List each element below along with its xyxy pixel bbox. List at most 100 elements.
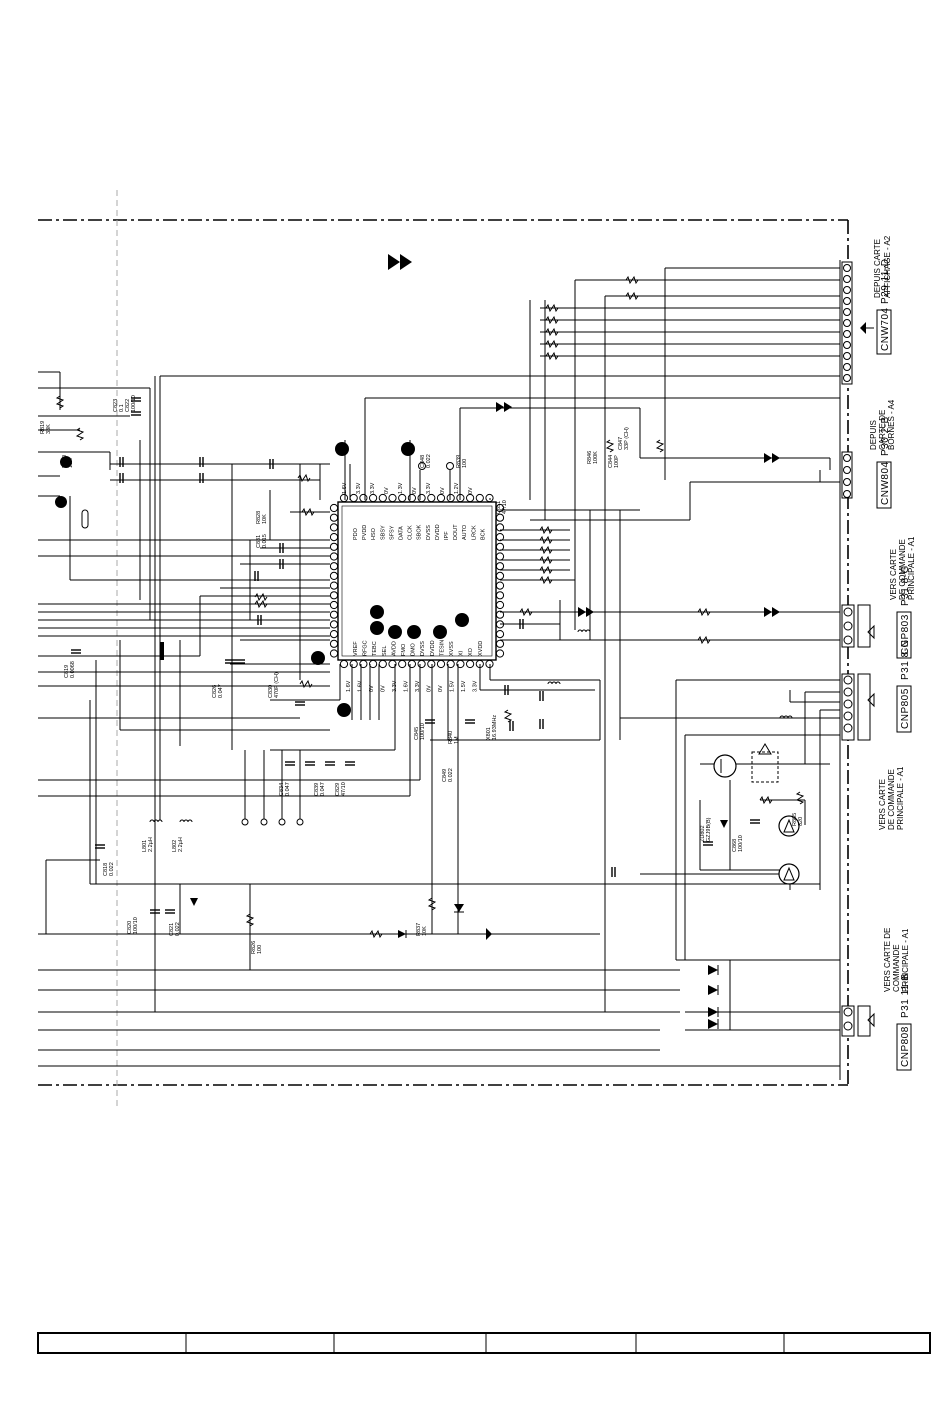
ic-pin-label: SEL bbox=[382, 646, 388, 656]
resistor bbox=[539, 525, 553, 535]
ic-pin-label: PDO bbox=[353, 527, 359, 540]
component-value: 33P (CH) bbox=[624, 427, 630, 450]
component-ref: C820 bbox=[127, 921, 133, 934]
resistor bbox=[254, 599, 268, 609]
ic-pin bbox=[495, 562, 505, 571]
ic-pin bbox=[495, 639, 505, 648]
resistor bbox=[545, 303, 559, 313]
ic-pin-label: DATA bbox=[399, 526, 405, 540]
resistor bbox=[539, 535, 553, 545]
voltage-label: 3.3V bbox=[356, 482, 362, 494]
resistor bbox=[301, 507, 315, 517]
cnp803-desc-1: VERS CARTE bbox=[889, 549, 898, 600]
component-value: 0.047 bbox=[320, 782, 326, 796]
resistor bbox=[539, 575, 553, 585]
ic-pin bbox=[398, 493, 407, 503]
connector-cnp803-label: CNP803 P31 8-G VERS CARTE DE COMMANDE PR… bbox=[889, 536, 916, 659]
resistor bbox=[759, 795, 773, 805]
ic-pin bbox=[466, 659, 475, 669]
connector-cnp808-label: CNP808 P31 11-B VERS CARTE DE COMMANDE P… bbox=[883, 928, 912, 1071]
cnp808-desc-1: VERS CARTE DE bbox=[883, 928, 892, 992]
connector-pin bbox=[843, 363, 851, 371]
ic-pin bbox=[329, 552, 339, 561]
ic-pin bbox=[475, 493, 484, 503]
ic-pin-label: VREF bbox=[353, 641, 359, 656]
connector-pin bbox=[843, 352, 851, 360]
voltage-label: 0V bbox=[427, 685, 433, 692]
ic-pin bbox=[495, 610, 505, 619]
ic-pin bbox=[329, 639, 339, 648]
resistor bbox=[697, 635, 711, 645]
ic-pin bbox=[339, 493, 349, 503]
voltage-label: 0V bbox=[384, 487, 390, 494]
ic-pin-label: DMO bbox=[411, 642, 417, 656]
connector-pin bbox=[843, 374, 851, 382]
forward-icon bbox=[388, 254, 412, 270]
ic-pin bbox=[329, 513, 339, 522]
component-value: 2.2µH bbox=[148, 837, 154, 852]
cnp803-page-ref: P31 8-G bbox=[900, 565, 911, 606]
connector-cnw704-label: CNW704 P29 11-D DEPUIS CARTE AFFICHAGE -… bbox=[873, 235, 892, 355]
connector-pin bbox=[843, 319, 851, 327]
cnp805-desc-1: VERS CARTE bbox=[878, 779, 887, 830]
voltage-label: 3.3V bbox=[415, 680, 421, 692]
ic-pin bbox=[329, 503, 339, 513]
cnp803-desc-3: PRINCIPALE - A1 bbox=[907, 536, 916, 600]
component-ref: C818 bbox=[103, 863, 109, 876]
resistor bbox=[254, 592, 268, 602]
component-value: 100/10 bbox=[738, 835, 744, 852]
voltage-label: 0V bbox=[468, 487, 474, 494]
component-value: 100/10 bbox=[420, 723, 426, 740]
component-value: 820 bbox=[798, 817, 804, 826]
component-ref: R837 bbox=[416, 923, 422, 936]
ic-pin bbox=[329, 523, 339, 532]
inductor bbox=[149, 819, 163, 823]
component-ref: C819 bbox=[64, 665, 70, 678]
resistor bbox=[539, 565, 553, 575]
cnw704-desc-1: DEPUIS CARTE bbox=[873, 239, 882, 298]
connector-cnp805-label: CNP805 P31 8-G VERS CARTE DE COMMANDE PR… bbox=[878, 639, 912, 830]
component-value: 10K bbox=[262, 514, 268, 524]
ic-pin bbox=[378, 659, 387, 669]
ic-pin-label: DVSS bbox=[426, 525, 432, 540]
voltage-label: 0V bbox=[440, 487, 446, 494]
connector-pin bbox=[843, 308, 851, 316]
component-value: 0.047 bbox=[218, 684, 224, 698]
component-value: 10K bbox=[68, 458, 74, 468]
component-value: 47/10 bbox=[502, 500, 508, 514]
component-ref: X801 bbox=[486, 727, 492, 740]
component-symbols bbox=[55, 275, 805, 940]
connector-pin bbox=[843, 286, 851, 294]
cnw804-id: CNW804 bbox=[880, 461, 891, 505]
resistor bbox=[795, 791, 805, 805]
ic-pin bbox=[456, 659, 465, 669]
inductor bbox=[547, 681, 561, 685]
ic-pin bbox=[378, 493, 387, 503]
resistor bbox=[625, 291, 639, 301]
ic-pin bbox=[407, 659, 416, 669]
ic-pin bbox=[329, 571, 339, 581]
component-value: 0.015 bbox=[262, 534, 268, 548]
resistor bbox=[545, 315, 559, 325]
cnp805-id: CNP805 bbox=[900, 688, 911, 729]
resistor bbox=[519, 607, 533, 617]
component-ref: C829 bbox=[335, 783, 341, 796]
voltage-label: 0V bbox=[438, 685, 444, 692]
connector-pin bbox=[843, 297, 851, 305]
voltage-label: 3.3V bbox=[473, 680, 479, 692]
resistor bbox=[605, 439, 615, 453]
ic-pin bbox=[495, 552, 505, 561]
component-value: 100 bbox=[257, 945, 263, 954]
component-value: 47/10 bbox=[341, 782, 347, 796]
component-ref: C848 bbox=[420, 455, 426, 468]
ic-pin-label: SBOK bbox=[417, 524, 423, 540]
connector-cnw804-label: CNW804 P30 2-B DEPUIS CARTE DE BORNES - … bbox=[869, 399, 896, 509]
connector-headers bbox=[841, 261, 875, 1037]
connector-pin bbox=[843, 264, 851, 272]
ic-pin bbox=[359, 493, 368, 503]
ic-pin-label: CLCK bbox=[408, 525, 414, 540]
cnw804-desc-1: DEPUIS bbox=[869, 420, 878, 450]
cnp805-page-ref: P31 8-G bbox=[900, 639, 911, 680]
voltage-label: 0V bbox=[369, 685, 375, 692]
